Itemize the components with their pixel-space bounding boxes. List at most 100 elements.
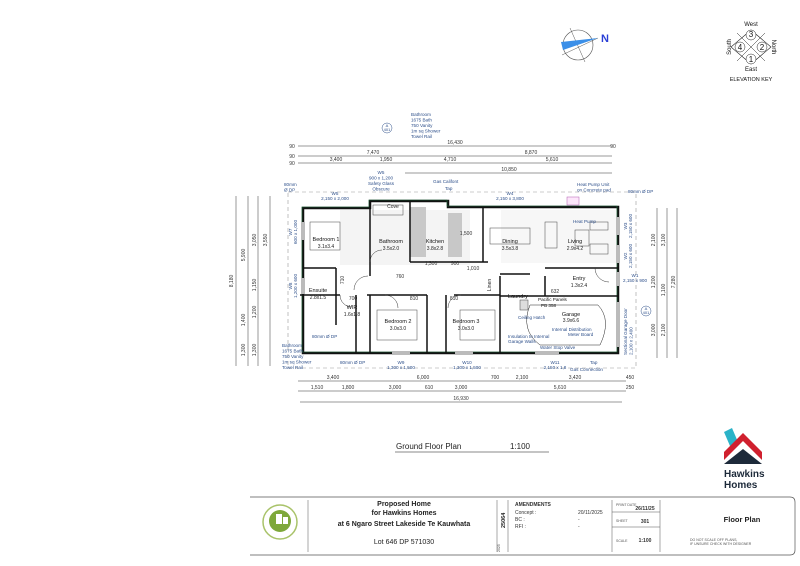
rooms-2-size: 3.8x2.8	[427, 246, 444, 252]
floor-plan	[300, 196, 620, 355]
notes-dp-top-left-0: 80mm	[284, 182, 297, 187]
brand-name-line2: Homes	[724, 480, 758, 491]
svg-text:W52,150 x 2,000: W52,150 x 2,000	[321, 191, 349, 201]
svg-text:Sectional Garage Door2,100 x 2: Sectional Garage Door2,100 x 2,400	[623, 308, 634, 355]
interior-dimensions: 1,500 1,300 900 1,010 760 810 810 710 70…	[340, 231, 559, 302]
interior-dims-d1300: 1,300	[425, 261, 438, 267]
rooms-5-size: 1.3x2.4	[571, 283, 588, 289]
svg-text:W81,200 x 600: W81,200 x 600	[288, 274, 298, 298]
svg-text:W7600 x 1,000: W7600 x 1,000	[288, 220, 298, 244]
interior-dims-d900: 900	[451, 261, 460, 267]
windows-4-size: 2,150 x 1,8	[544, 365, 567, 370]
drawing-title-name: Ground Floor Plan	[396, 442, 461, 451]
dim-bottom: 700	[491, 375, 500, 381]
rooms-11-name: Garage	[562, 312, 580, 318]
notes-insulation-0: Insulation to Internal	[508, 334, 549, 339]
dim-wall: 90	[610, 144, 616, 150]
rooms-8-size: 3.0x3.0	[390, 326, 407, 332]
notes-pacific-panel-size: PB 358	[541, 303, 557, 308]
dim-bottom: 3,420	[569, 375, 582, 381]
svg-text:W42,150 x 3,800: W42,150 x 3,800	[496, 191, 524, 201]
rooms-4-size: 2.9x4.2	[567, 246, 584, 252]
dim-left: 1,150	[252, 279, 258, 292]
notes-heat-pump-unit-0: Heat Pump Unit	[577, 182, 610, 187]
notes-w5-3: Obscure	[372, 187, 390, 192]
title-block-amendments-2-value: -	[578, 524, 580, 530]
amendments-title: AMENDMENTS	[515, 502, 551, 508]
dim-bottom: 1,800	[342, 385, 355, 391]
title-block-disclaimer-1: IF UNSURE CHECK WITH DESIGNER	[690, 542, 752, 546]
notes-w5-2: Safety Glass	[368, 181, 395, 186]
title-block-amendments-1-label: BC :	[515, 517, 525, 523]
dim-overall-bottom: 16,930	[453, 396, 469, 402]
windows-6-size: 1,200 x 600	[293, 274, 298, 298]
title-block-amendments-0-value: 20/11/2025	[578, 510, 603, 516]
windows-0-id: W5	[332, 191, 339, 196]
notes-bathroom-bottom-3: 1m sq Shower	[282, 360, 312, 365]
dim-left: 1,300	[252, 344, 258, 357]
rooms-2-name: Kitchen	[426, 239, 444, 245]
windows-6-id: W8	[288, 282, 293, 289]
lbp-logo-icon	[262, 504, 298, 540]
notes-bathroom-top-2: 750 Vanity	[411, 123, 433, 128]
elevation-east: East	[745, 67, 757, 73]
windows-5-id: W7	[288, 228, 293, 235]
notes-tap-bottom: Tap	[590, 360, 598, 365]
dim-right-overall: 7,280	[671, 276, 677, 289]
dim-top: 7,470	[367, 150, 380, 156]
windows-9-id: W1	[632, 273, 639, 278]
dim-overall-top: 16,430	[447, 140, 463, 146]
section-markers-letter: A	[386, 123, 389, 128]
notes-distribution-board-1: Meter Board	[568, 332, 594, 337]
svg-text:W22,150 x 600: W22,150 x 600	[623, 244, 633, 268]
sheet-scale: 1:100	[639, 538, 652, 544]
dim-bottom: 3,000	[389, 385, 402, 391]
copyright: 2025	[497, 544, 501, 552]
project-address: at 6 Ngaro Street Lakeside Te Kauwhata	[338, 521, 471, 528]
title-block-amendments-1-value: -	[578, 517, 580, 523]
project-lot: Lot 646 DP 571030	[374, 539, 434, 546]
dim-top: 10,850	[501, 167, 517, 173]
svg-text:W32,150 x 600: W32,150 x 600	[623, 214, 633, 238]
notes-gas-califont: Gas Califont	[433, 179, 459, 184]
dim-wall: 90	[289, 161, 295, 167]
drawing-title-scale: 1:100	[510, 442, 531, 451]
notes-bathroom-top-0: Bathroom	[411, 112, 431, 117]
dim-wall: 90	[289, 154, 295, 160]
drawing-title: Ground Floor Plan 1:100	[395, 442, 549, 453]
project-client: for Hawkins Homes	[372, 510, 437, 517]
dim-top: 8,870	[525, 150, 538, 156]
elevation-1: 1	[749, 55, 754, 64]
elevation-north: North	[770, 40, 776, 55]
notes-w5-1: 900 x 1,200	[369, 176, 393, 181]
dim-top: 4,710	[444, 157, 457, 163]
dim-left: 3,550	[263, 234, 269, 247]
furniture	[309, 204, 609, 346]
notes-insulation-1: Garage Walls	[508, 339, 536, 344]
hawkins-homes-logo: Hawkins Homes	[724, 428, 765, 491]
rooms-6-name: Ensuite	[309, 288, 327, 294]
elevation-2: 2	[760, 43, 765, 52]
title-block-print-date-label: PRINT DATE	[616, 503, 637, 507]
notes-dp-left: 80mm Ø DP	[312, 334, 337, 339]
job-number: 25064	[501, 512, 507, 528]
left-dimensions	[235, 196, 271, 366]
heat-pump-unit-icon	[566, 196, 580, 206]
title-block: Proposed Home for Hawkins Homes at 6 Nga…	[250, 496, 796, 556]
notes-bathroom-bottom-1: 1675 Bath	[282, 349, 303, 354]
windows-0-size: 2,150 x 2,000	[321, 196, 349, 201]
elevation-south: South	[727, 39, 733, 55]
bottom-dimensions	[298, 380, 626, 403]
dim-bottom: 1,510	[311, 385, 324, 391]
